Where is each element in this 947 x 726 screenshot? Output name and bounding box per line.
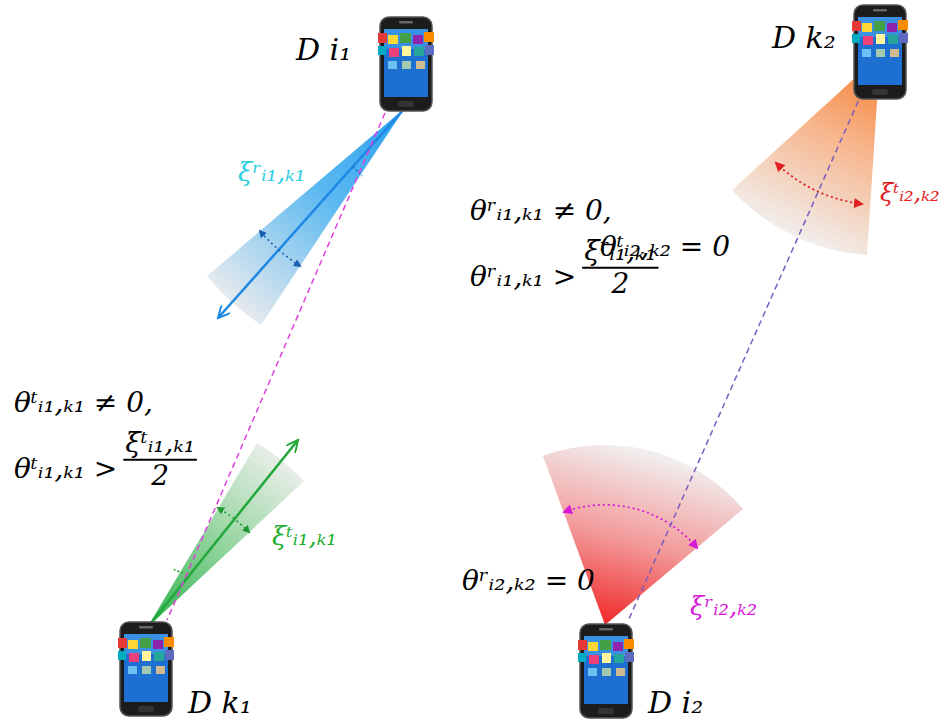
- device-label: D i₂: [648, 686, 703, 719]
- beam-width-arc: [218, 508, 249, 532]
- link-line: [167, 113, 385, 620]
- phone-icon: [852, 3, 908, 101]
- math-label: ξᵗᵢ₂,ₖ₂: [880, 180, 940, 206]
- phone-device: D i₁: [378, 15, 434, 113]
- math-label: ξʳᵢ₂,ₖ₂: [690, 592, 757, 621]
- math-label: 2: [611, 269, 629, 300]
- phone-icon: [578, 622, 634, 720]
- beam-axis: [218, 108, 405, 318]
- math-label: θᵗᵢ₁,ₖ₁ ≠ 0,: [14, 388, 153, 419]
- beam-width-arc: [260, 231, 300, 266]
- beam-sector: [207, 108, 405, 325]
- beam-width-arc: [776, 163, 862, 204]
- device-label: D k₂: [772, 21, 836, 54]
- link-line: [628, 101, 859, 622]
- math-label: θʳᵢ₁,ₖ₁ ≠ 0,: [470, 196, 612, 227]
- device-label: D i₁: [296, 33, 351, 66]
- phone-device: D k₂: [852, 3, 908, 101]
- math-label: θᵗᵢ₁,ₖ₁ >: [14, 454, 117, 485]
- angle-arc: [173, 569, 183, 573]
- math-label: θʳᵢ₂,ₖ₂ = 0: [462, 566, 595, 597]
- phone-icon: [378, 15, 434, 113]
- phone-device: D k₁: [118, 620, 174, 718]
- phone-icon: [118, 620, 174, 718]
- math-label: ξʳᵢ₁,ₖ₁: [238, 158, 305, 187]
- math-label: θʳᵢ₁,ₖ₁ >: [470, 262, 576, 293]
- math-label: θᵗᵢ₂,ₖ₂ = 0: [600, 232, 730, 263]
- math-label: 2: [151, 461, 169, 492]
- beam-width-arc: [564, 505, 697, 548]
- device-label: D k₁: [188, 686, 252, 719]
- phone-device: D i₂: [578, 622, 634, 720]
- math-label: ξᵗᵢ₁,ₖ₁: [125, 428, 195, 459]
- math-label: ξᵗᵢ₁,ₖ₁: [272, 522, 337, 551]
